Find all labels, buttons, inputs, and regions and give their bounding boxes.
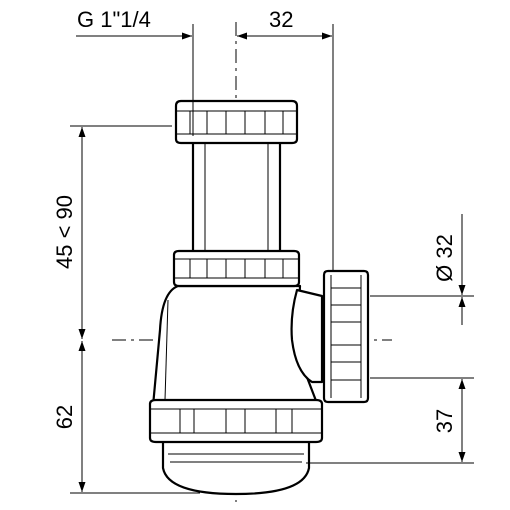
outlet-diameter-dimension: Ø 32 (370, 214, 474, 325)
thread-dimension: G 1"1/4 (76, 7, 194, 136)
vertical-tube (191, 138, 282, 257)
lower-nut (148, 398, 324, 444)
outlet-diameter-label: Ø 32 (432, 234, 457, 282)
outlet-nut (322, 269, 370, 404)
lower-cup (161, 438, 311, 496)
upper-nut (174, 99, 299, 145)
offset-dimension: 32 (237, 7, 334, 270)
outlet-elbow (290, 288, 324, 384)
outlet-height-dimension: 37 (306, 377, 474, 464)
trap-body (148, 99, 370, 496)
middle-nut (172, 249, 301, 288)
outlet-height-label: 37 (432, 409, 457, 433)
lower-height-label: 62 (52, 405, 77, 429)
height-range-label: 45 < 90 (52, 195, 77, 269)
thread-label: G 1"1/4 (77, 7, 151, 32)
height-range-dimension: 45 < 90 (52, 125, 172, 339)
offset-label: 32 (269, 7, 293, 32)
lower-height-dimension: 62 (52, 341, 200, 494)
